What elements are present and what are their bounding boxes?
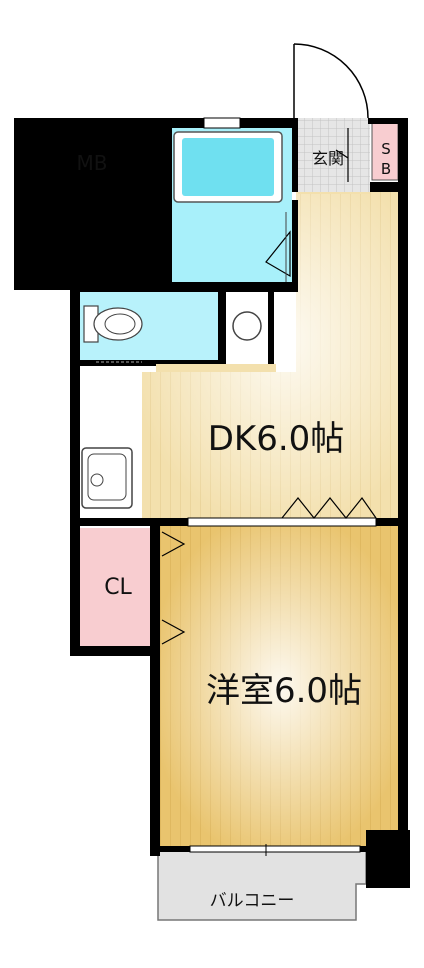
washbasin — [232, 311, 262, 341]
bath-door — [265, 230, 291, 278]
bathtub-water — [182, 138, 274, 196]
sb-label-top: S — [381, 140, 391, 158]
entrance-label: 玄関 — [312, 149, 344, 168]
sb-label-bottom: B — [381, 160, 391, 178]
dk-label: DK6.0帖 — [208, 419, 345, 459]
toilet — [83, 305, 143, 343]
closet-label: CL — [104, 575, 132, 600]
entrance-door — [293, 43, 369, 119]
kitchen-sink — [81, 447, 133, 509]
dk-sliding-door — [281, 496, 377, 519]
entrance-inner-door — [335, 128, 349, 182]
closet-floor — [80, 528, 156, 646]
entrance-floor — [296, 118, 370, 192]
western-label: 洋室6.0帖 — [206, 671, 362, 711]
shoe-box — [371, 121, 399, 181]
closet-doors — [161, 531, 186, 645]
mb-label: MB — [77, 151, 108, 175]
balcony-label: バルコニー — [210, 891, 295, 911]
